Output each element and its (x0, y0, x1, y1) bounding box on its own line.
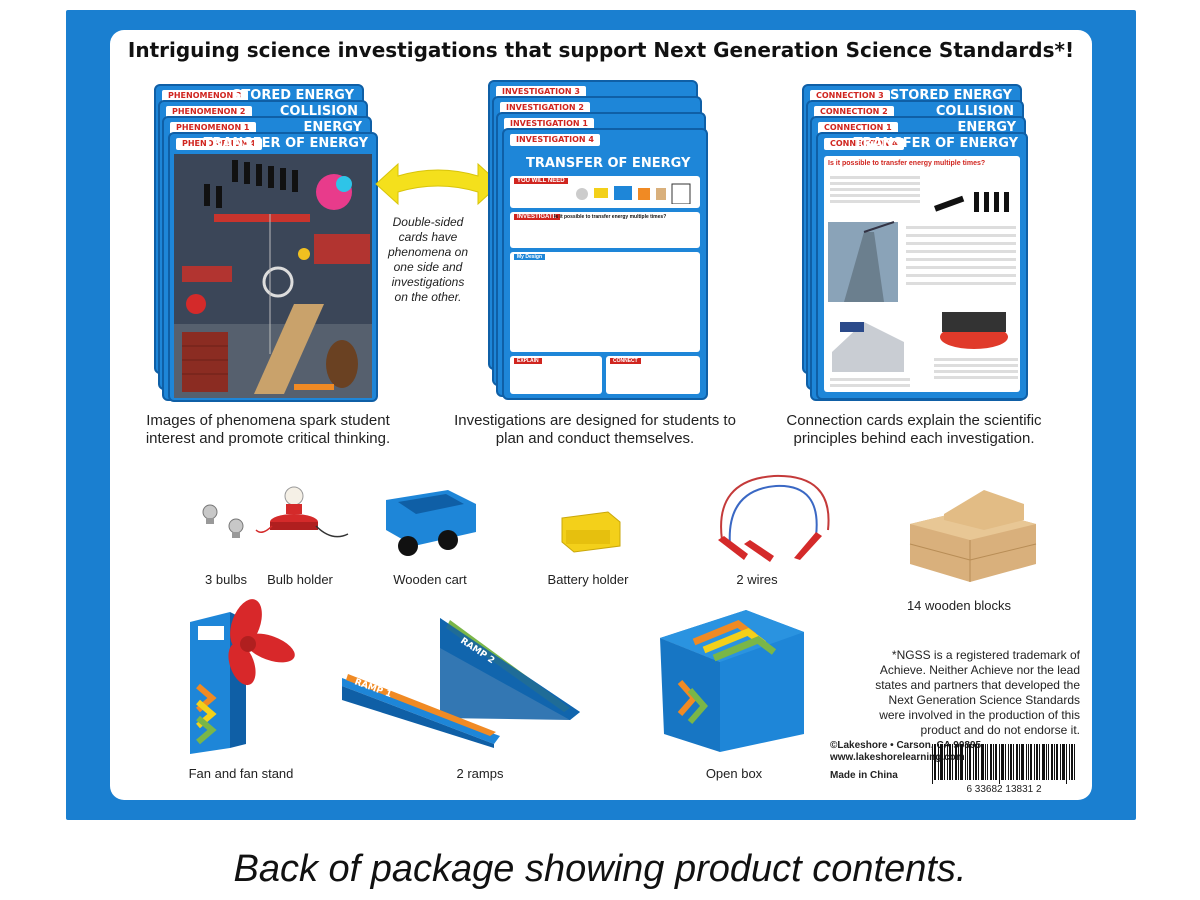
bulbs-label: 3 bulbs (205, 572, 247, 587)
barcode-number: 6 33682 13831 2 (966, 784, 1042, 795)
my-design-area: My Design (510, 252, 700, 352)
battery-holder-icon (561, 511, 621, 553)
investigation-card-4: INVESTIGATION 4 TRANSFER OF ENERGY YOU W… (502, 128, 708, 400)
card-title: STORED ENERGY (890, 88, 1012, 103)
fan-and-stand-icon (190, 599, 295, 754)
manufacturer-address: ©Lakeshore • Carson, CA 90895 www.lakesh… (830, 740, 981, 782)
explain-section: EXPLAIN (510, 356, 602, 394)
ngss-trademark-note: *NGSS is a registered trademark of Achie… (875, 648, 1080, 737)
wires-icon (718, 474, 830, 562)
card-tab: INVESTIGATION 4 (510, 134, 600, 146)
open-box-icon (660, 610, 804, 752)
card-tab: CONNECTION 4 (824, 138, 904, 150)
ramps-label: 2 ramps (456, 766, 504, 781)
connection-card-4: CONNECTION 4 TRANSFER OF ENERGY Is it po… (816, 132, 1028, 400)
card-tab: PHENOMENON 4 (176, 138, 262, 150)
investigations-caption: Investigations are designed for students… (454, 412, 736, 447)
card-tab: CONNECTION 1 (818, 122, 898, 134)
wooden-blocks-label: 14 wooden blocks (906, 598, 1012, 613)
you-will-need-label: YOU WILL NEED (514, 178, 568, 184)
connections-caption: Connection cards explain the scientific … (786, 412, 1042, 447)
materials-icons (576, 183, 691, 204)
double-sided-note: Double-sided cards have phenomena on one… (387, 215, 469, 304)
address-line-3: Made in China (830, 770, 898, 781)
investigate-label: INVESTIGATE (514, 214, 560, 220)
bulb-holder-label: Bulb holder (267, 572, 333, 587)
investigate-section: INVESTIGATE Is it possible to transfer e… (510, 212, 700, 248)
investigate-question: Is it possible to transfer energy multip… (554, 214, 667, 220)
connect-section: CONNECT (606, 356, 700, 394)
double-arrow-icon (375, 162, 501, 206)
ramps-icon: RAMP 2 RAMP 1 (342, 618, 580, 748)
card-title: COLLISION (279, 104, 358, 119)
card-tab: CONNECTION 3 (810, 90, 890, 102)
card-title: STORED ENERGY (232, 88, 354, 103)
card-tab: PHENOMENON 3 (162, 90, 248, 102)
card-tab: PHENOMENON 2 (166, 106, 252, 118)
rube-goldberg-photo (174, 154, 372, 398)
materials-strip: YOU WILL NEED (510, 176, 700, 208)
connect-label: CONNECT (610, 358, 641, 364)
open-box-label: Open box (705, 766, 763, 781)
my-design-label: My Design (514, 254, 546, 260)
card-title: ENERGY (303, 120, 362, 135)
card-title: TRANSFER OF ENERGY (526, 156, 691, 171)
phenomenon-card-4: PHENOMENON 4 TRANSFER OF ENERGY (168, 132, 378, 402)
bulbs-icon (202, 504, 244, 538)
card-tab: INVESTIGATION 3 (496, 86, 586, 98)
explain-label: EXPLAIN (514, 358, 542, 364)
connection-question: Is it possible to transfer energy multip… (828, 160, 986, 167)
wires-label: 2 wires (736, 572, 778, 587)
connection-card-body: Is it possible to transfer energy multip… (824, 156, 1020, 392)
card-title: TRANSFER OF ENERGY (203, 136, 368, 151)
card-tab: INVESTIGATION 1 (504, 118, 594, 130)
card-tab: PHENOMENON 1 (170, 122, 256, 134)
card-title: ENERGY (957, 120, 1016, 135)
wooden-cart-label: Wooden cart (393, 572, 467, 587)
card-title: TRANSFER OF ENERGY (853, 136, 1018, 151)
card-tab: CONNECTION 2 (814, 106, 894, 118)
headline: Intriguing science investigations that s… (127, 38, 1075, 62)
battery-holder-label: Battery holder (547, 572, 629, 587)
phenomena-caption: Images of phenomena spark student intere… (145, 412, 391, 447)
connection-illustrations (828, 176, 1018, 387)
fan-label: Fan and fan stand (188, 766, 294, 781)
card-title: COLLISION (935, 104, 1014, 119)
address-line-1: ©Lakeshore • Carson, CA 90895 (830, 740, 982, 751)
wooden-blocks-icon (909, 490, 1037, 582)
footer-caption: Back of package showing product contents… (233, 848, 967, 890)
barcode-icon (932, 744, 1075, 784)
bulb-holder-icon (255, 486, 349, 538)
wooden-cart-icon (386, 490, 476, 556)
address-line-2: www.lakeshorelearning.com (830, 752, 965, 763)
card-tab: INVESTIGATION 2 (500, 102, 590, 114)
